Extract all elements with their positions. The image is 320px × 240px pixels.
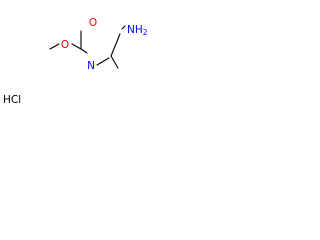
structure-diagram: O O N NH2 HCl bbox=[3, 17, 148, 106]
bonds bbox=[49, 25, 126, 69]
bond-amideN-chiralC bbox=[96, 57, 110, 66]
bond-methyl-methoxyO bbox=[49, 43, 60, 50]
bond-chiralC-CH2 bbox=[110, 33, 121, 57]
atom-label-amine-NH2: NH2 bbox=[127, 24, 148, 37]
amine-subscript: 2 bbox=[143, 28, 148, 37]
atom-label-amide-N: N bbox=[87, 60, 95, 72]
amine-label: NH bbox=[127, 24, 143, 36]
atom-label-methoxy-O: O bbox=[61, 39, 69, 51]
bond-methoxyO-carbonylC bbox=[71, 43, 82, 50]
bond-carbonylC-amideN bbox=[80, 48, 88, 54]
bond-chiralC-methyl bbox=[110, 55, 119, 69]
bond-CH2-amineN bbox=[121, 25, 126, 30]
atom-label-carbonyl-OH: O bbox=[89, 17, 97, 29]
counterion-label: HCl bbox=[3, 94, 21, 106]
